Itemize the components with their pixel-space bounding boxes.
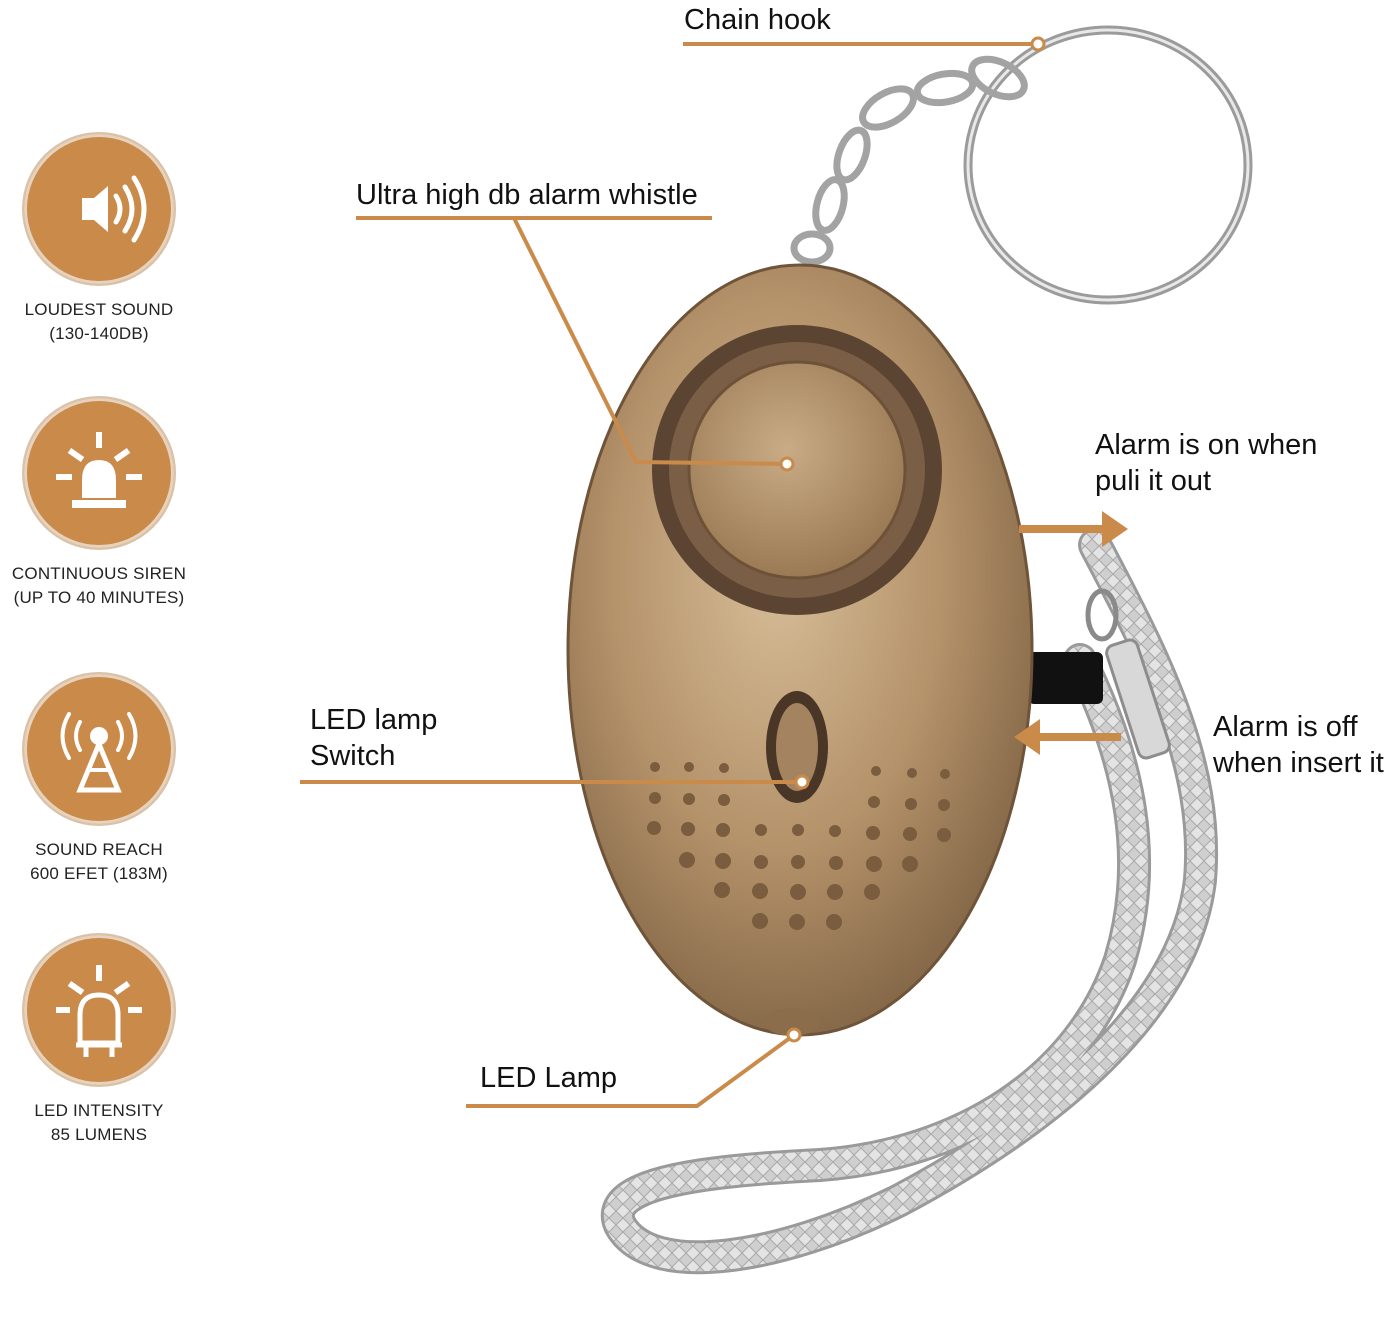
label-alarm-off-line2: when insert it [1213,747,1384,779]
led-lamp [764,1008,820,1036]
siren-icon [56,432,142,508]
arrow-insert [1014,719,1121,755]
label-led-switch-line1: LED lamp [310,704,438,736]
feature-title: CONTINUOUS SIREN [11,564,187,583]
speaker-holes [647,762,951,930]
feature-badge [24,674,174,824]
callout-line-whistle [356,216,788,466]
chain [790,55,1028,266]
label-led-switch: LED lamp Switch [310,702,437,774]
label-chain-hook: Chain hook [684,4,831,36]
feature-title: LOUDEST SOUND [24,300,174,319]
callout-line-led-lamp [466,1033,796,1108]
speaker-icon [82,175,147,243]
label-led-lamp: LED Lamp [480,1062,618,1094]
feature-continuous-siren: CONTINUOUS SIREN (UP TO 40 MINUTES) [0,398,198,610]
feature-detail: (130-140DB) [49,324,149,343]
label-alarm-off-line1: Alarm is off [1213,711,1358,743]
label-led-switch-line2: Switch [310,740,396,772]
feature-title: SOUND REACH [35,840,163,859]
feature-detail: 85 LUMENS [50,1125,148,1144]
label-alarm-off: Alarm is off when insert it [1213,709,1384,781]
feature-badge [24,935,174,1085]
label-alarm-on: Alarm is on when puli it out [1095,427,1317,499]
feature-loudest-sound: LOUDEST SOUND (130-140DB) [0,134,198,346]
feature-detail: (UP TO 40 MINUTES) [13,588,185,607]
strap-crimp [1105,638,1171,760]
label-alarm-on-line2: puli it out [1095,465,1212,497]
pull-pin [1028,652,1103,704]
arrow-pull-out [1019,511,1128,547]
feature-sound-reach: SOUND REACH 600 EFET (183M) [0,674,198,886]
feature-led-intensity: LED INTENSITY 85 LUMENS [0,935,198,1147]
whistle-button [687,360,907,580]
feature-detail: 600 EFET (183M) [30,864,168,883]
antenna-icon [60,712,138,793]
feature-badge [24,134,174,284]
feature-title: LED INTENSITY [34,1101,164,1120]
label-whistle: Ultra high db alarm whistle [356,179,698,211]
led-icon [56,965,142,1057]
label-alarm-on-line1: Alarm is on when [1095,429,1318,461]
feature-badge [24,398,174,548]
